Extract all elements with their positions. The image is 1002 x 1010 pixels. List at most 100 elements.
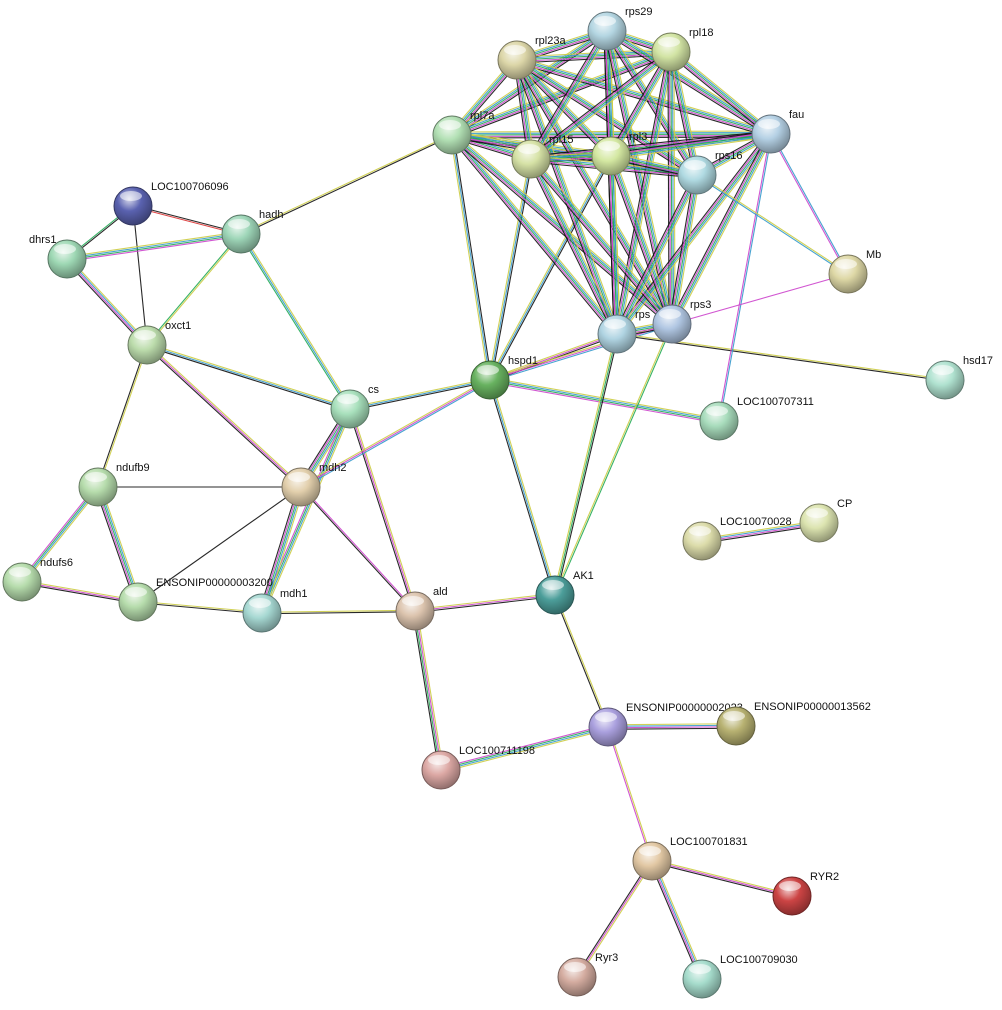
edge-line [262, 409, 352, 614]
node-LOC100709030[interactable]: LOC100709030 [682, 954, 798, 999]
node-hspd1[interactable]: hspd1 [470, 355, 538, 400]
node-LOC100701831[interactable]: LOC100701831 [632, 836, 748, 881]
node-Ryr3[interactable]: Ryr3 [557, 952, 618, 997]
edge-line [239, 234, 350, 411]
node-AK1[interactable]: AK1 [535, 570, 594, 615]
node-label: ENSONIP00000003200 [156, 577, 273, 589]
node-fau[interactable]: fau [751, 109, 804, 154]
edge-dhrs1-oxct1 [64, 257, 150, 347]
node-label: LOC100709030 [720, 954, 798, 966]
node-highlight [518, 144, 540, 154]
edge-line [531, 52, 673, 161]
node-label: cs [368, 384, 380, 396]
edge-line [611, 155, 620, 334]
edge-dhrs1-hadh [66, 231, 242, 262]
node-rps29[interactable]: rps29 [587, 6, 653, 51]
node-highlight [658, 37, 680, 47]
edge-line [610, 155, 673, 325]
edge-line [530, 158, 618, 335]
edge-line [489, 158, 532, 381]
edge-line [489, 332, 617, 380]
edge-line [671, 51, 700, 175]
node-highlight [932, 365, 954, 375]
edge-line [670, 133, 771, 324]
edge-line [348, 409, 415, 612]
edge-line [489, 323, 673, 381]
edge-line [671, 50, 773, 134]
edge-line [66, 232, 241, 259]
edge-line [528, 49, 670, 158]
edge-line [68, 257, 150, 344]
node-label: dhrs1 [29, 234, 57, 246]
edge-line [606, 727, 652, 862]
edge-line [667, 52, 670, 325]
edge-line [530, 130, 771, 157]
edge-line [138, 600, 263, 613]
node-highlight [835, 259, 857, 269]
edge-line [605, 33, 770, 138]
edge-line [147, 343, 303, 487]
edge-ndufb9-ENSONIP00000003200 [94, 485, 142, 604]
node-hadh[interactable]: hadh [221, 209, 283, 254]
edge-line [145, 345, 301, 489]
edge-rpl3-rps [607, 155, 621, 335]
edge-line [527, 29, 605, 158]
edge-line [607, 156, 670, 326]
edge-line [717, 133, 771, 421]
edge-line [614, 51, 671, 334]
edge-line [607, 50, 669, 155]
edge-line [451, 51, 672, 136]
edge-line [669, 52, 771, 136]
edge-line [449, 136, 616, 337]
node-highlight [228, 219, 250, 229]
node-mdh1[interactable]: mdh1 [242, 588, 308, 633]
node-hsd17[interactable]: hsd17 [925, 355, 993, 400]
edge-line [440, 724, 608, 769]
edge-mdh1-ald [261, 609, 416, 615]
edge-line [701, 520, 819, 540]
node-ENSONIP00000013562[interactable]: ENSONIP00000013562 [716, 701, 871, 746]
node-label: ndufs6 [40, 557, 73, 569]
edge-line [146, 344, 351, 410]
edge-LOC100701831-RYR2 [651, 859, 793, 898]
edge-line [701, 521, 819, 541]
edge-line [452, 134, 493, 380]
edge-line [489, 322, 672, 380]
edge-line [673, 51, 676, 324]
node-highlight [249, 598, 271, 608]
edge-line [668, 174, 695, 324]
node-RYR2[interactable]: RYR2 [772, 871, 839, 916]
node-CP[interactable]: CP [799, 498, 852, 543]
edge-line [607, 723, 736, 726]
edge-line [668, 52, 672, 325]
edge-line [147, 234, 242, 346]
edge-line [21, 582, 138, 605]
edge-line [613, 154, 676, 324]
edge-line [611, 134, 772, 159]
edge-line [301, 380, 492, 489]
node-dhrs1[interactable]: dhrs1 [29, 234, 87, 279]
node-ald[interactable]: ald [395, 586, 448, 631]
edge-line [67, 234, 242, 261]
edge-line [607, 156, 615, 335]
node-label: fau [789, 109, 804, 121]
edge-line [652, 860, 704, 979]
edge-oxct1-ndufb9 [96, 344, 149, 488]
edge-line [146, 345, 350, 411]
node-rpl18[interactable]: rpl18 [651, 27, 713, 72]
node-ndufb9[interactable]: ndufb9 [78, 462, 150, 507]
node-LOC100707311[interactable]: LOC100707311 [699, 396, 814, 441]
node-highlight [689, 526, 711, 536]
edge-rpl18-rpl3 [607, 50, 675, 158]
node-LOC100706096[interactable]: LOC100706096 [113, 181, 229, 226]
edge-line [603, 32, 695, 177]
node-LOC100711198[interactable]: LOC100711198 [421, 745, 535, 790]
edge-line [611, 155, 674, 324]
edge-line [670, 51, 772, 135]
edge-ENSONIP0000002023-ENSONIP00000013562 [607, 723, 737, 730]
edge-line [98, 486, 140, 602]
node-rpl3[interactable]: rpl3 [591, 131, 647, 176]
node-highlight [706, 406, 728, 416]
edge-line [613, 173, 695, 333]
node-highlight [54, 244, 76, 254]
